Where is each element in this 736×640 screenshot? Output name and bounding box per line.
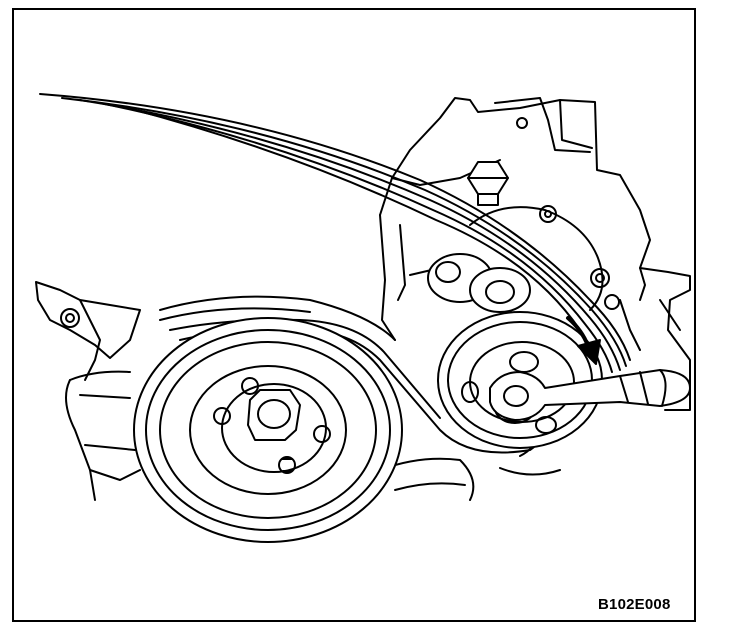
figure-id-label: B102E008: [598, 596, 671, 613]
rotation-direction-arrow-icon: [566, 316, 601, 365]
engine-bolt: [467, 161, 509, 206]
idler-pulley: [427, 253, 531, 313]
engine-block: [379, 97, 691, 411]
crankshaft-pulley: [133, 295, 403, 543]
wrench-tool[interactable]: [489, 369, 691, 421]
figure-frame: [12, 8, 696, 622]
lower-housing: [379, 457, 561, 501]
left-bracket: [35, 281, 141, 381]
lower-left-component: [65, 370, 141, 501]
